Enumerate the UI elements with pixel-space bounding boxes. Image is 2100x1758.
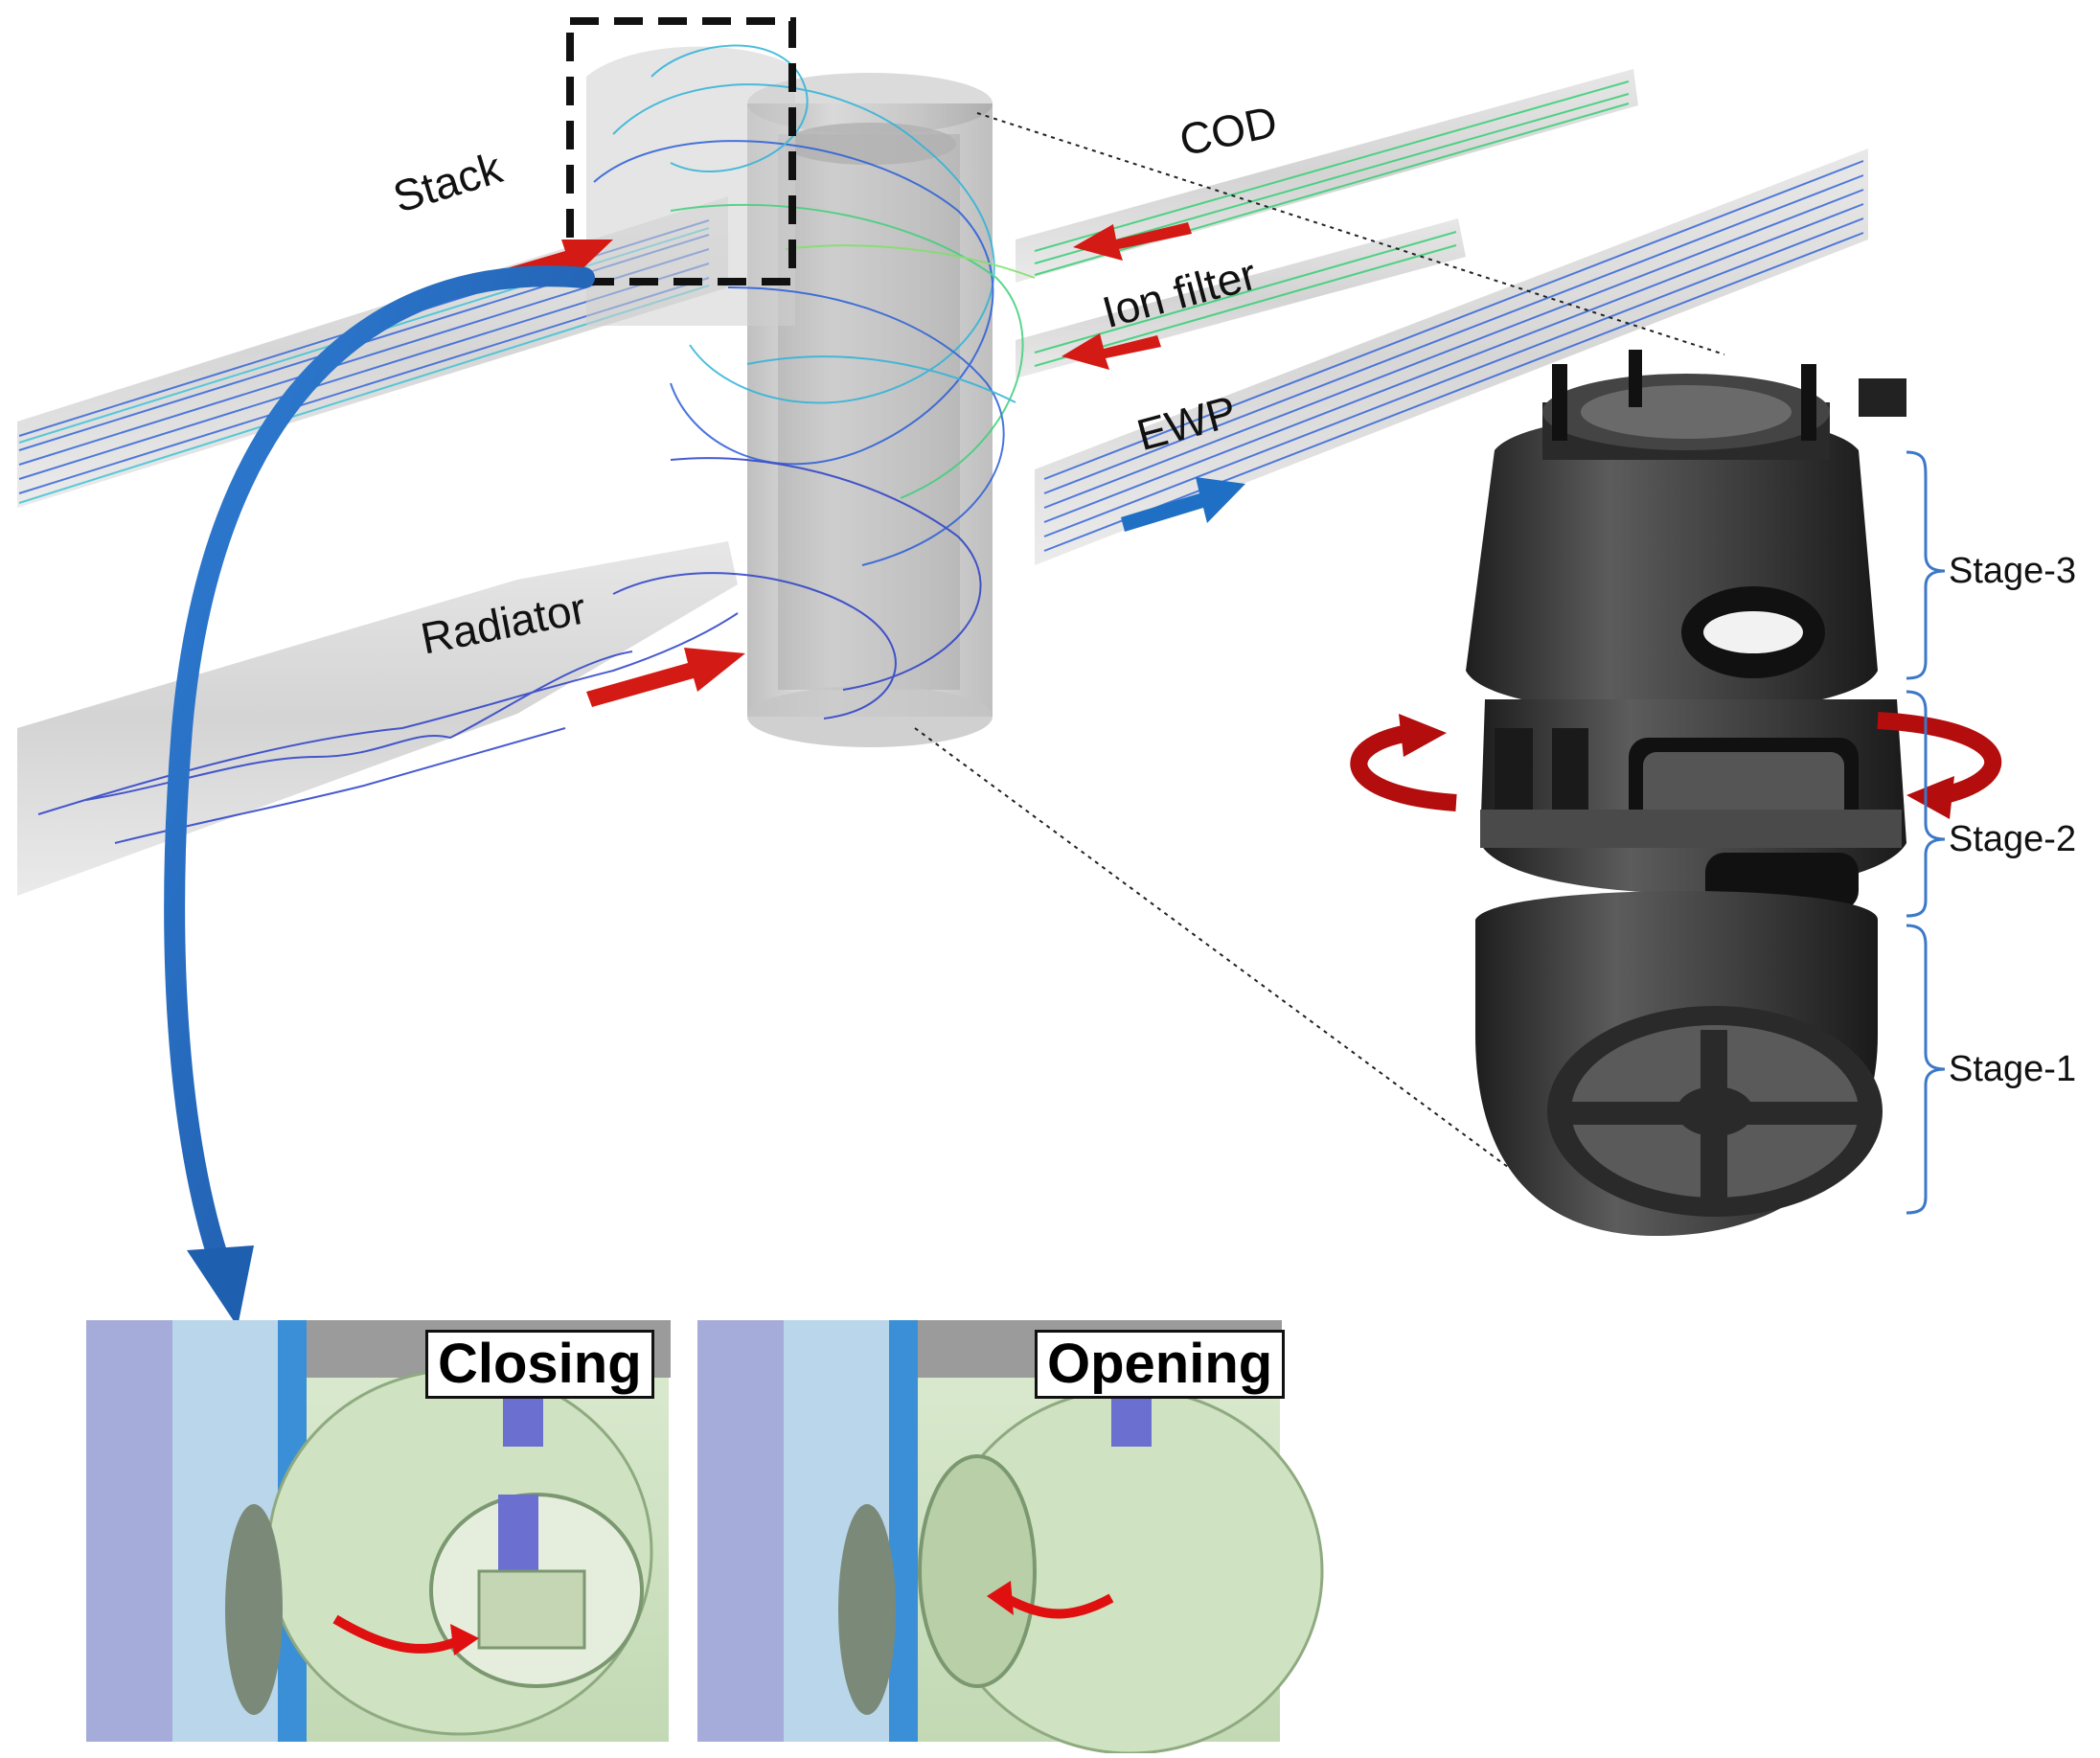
streamlines-ion-filter xyxy=(1034,231,1457,367)
bracket-stage-2 xyxy=(1906,690,1946,918)
label-stage-1: Stage-1 xyxy=(1949,1049,2077,1089)
panel-title-opening: Opening xyxy=(1035,1330,1286,1399)
pipe-radiator xyxy=(17,541,738,896)
bracket-stage-1 xyxy=(1906,924,1946,1215)
outflow-arrow-ewp xyxy=(1121,477,1245,532)
leader-line-bottom xyxy=(914,727,1524,1179)
inflow-arrow-cod xyxy=(1073,222,1192,261)
panel-opening-graphic xyxy=(697,1320,1324,1755)
panel-closing-graphic xyxy=(86,1320,671,1742)
zoom-arrow xyxy=(164,265,595,1275)
streamlines-ewp xyxy=(1043,160,1864,552)
exploded-valve xyxy=(1466,350,1906,1236)
pipe-ewp xyxy=(1035,148,1868,565)
label-stage-2: Stage-2 xyxy=(1949,819,2077,859)
streamlines-cod xyxy=(1034,80,1630,276)
panel-title-closing: Closing xyxy=(425,1330,654,1399)
rotation-arrow-right xyxy=(1877,712,2002,819)
rotation-arrow-left xyxy=(1350,714,1457,811)
inflow-arrow-radiator xyxy=(586,648,745,707)
label-stage-3: Stage-3 xyxy=(1949,551,2077,591)
swirl-streamlines xyxy=(593,44,1036,719)
leader-line-top xyxy=(976,112,1725,355)
bracket-stage-3 xyxy=(1906,450,1946,680)
inflow-arrow-ion-filter xyxy=(1061,333,1161,370)
zoom-arrow-head xyxy=(187,1245,254,1327)
detail-region-box xyxy=(566,17,796,285)
